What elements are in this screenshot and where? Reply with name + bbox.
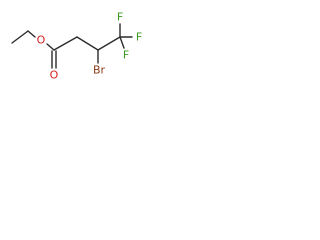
bond-c-f-bottom <box>119 36 125 49</box>
bond-ethyl-ch2-o <box>27 30 36 38</box>
atom-label-f-top: F <box>117 11 123 24</box>
structure-diagram: O O Br F F F <box>11 11 142 82</box>
bond-carbonyl-c-ch2 <box>53 36 78 51</box>
atom-label-o-ether: O <box>37 34 46 47</box>
atom-label-o-carbonyl: O <box>50 69 59 82</box>
atom-label-f-bottom: F <box>123 49 129 62</box>
atom-label-f-right: F <box>136 31 142 44</box>
bond-ch2-chbr <box>76 36 99 51</box>
bond-o-carbonyl-c <box>46 43 55 51</box>
atom-label-br: Br <box>93 64 106 77</box>
bond-ethyl-ch3-ch2 <box>11 30 29 44</box>
bond-chbr-cf3 <box>97 36 121 51</box>
